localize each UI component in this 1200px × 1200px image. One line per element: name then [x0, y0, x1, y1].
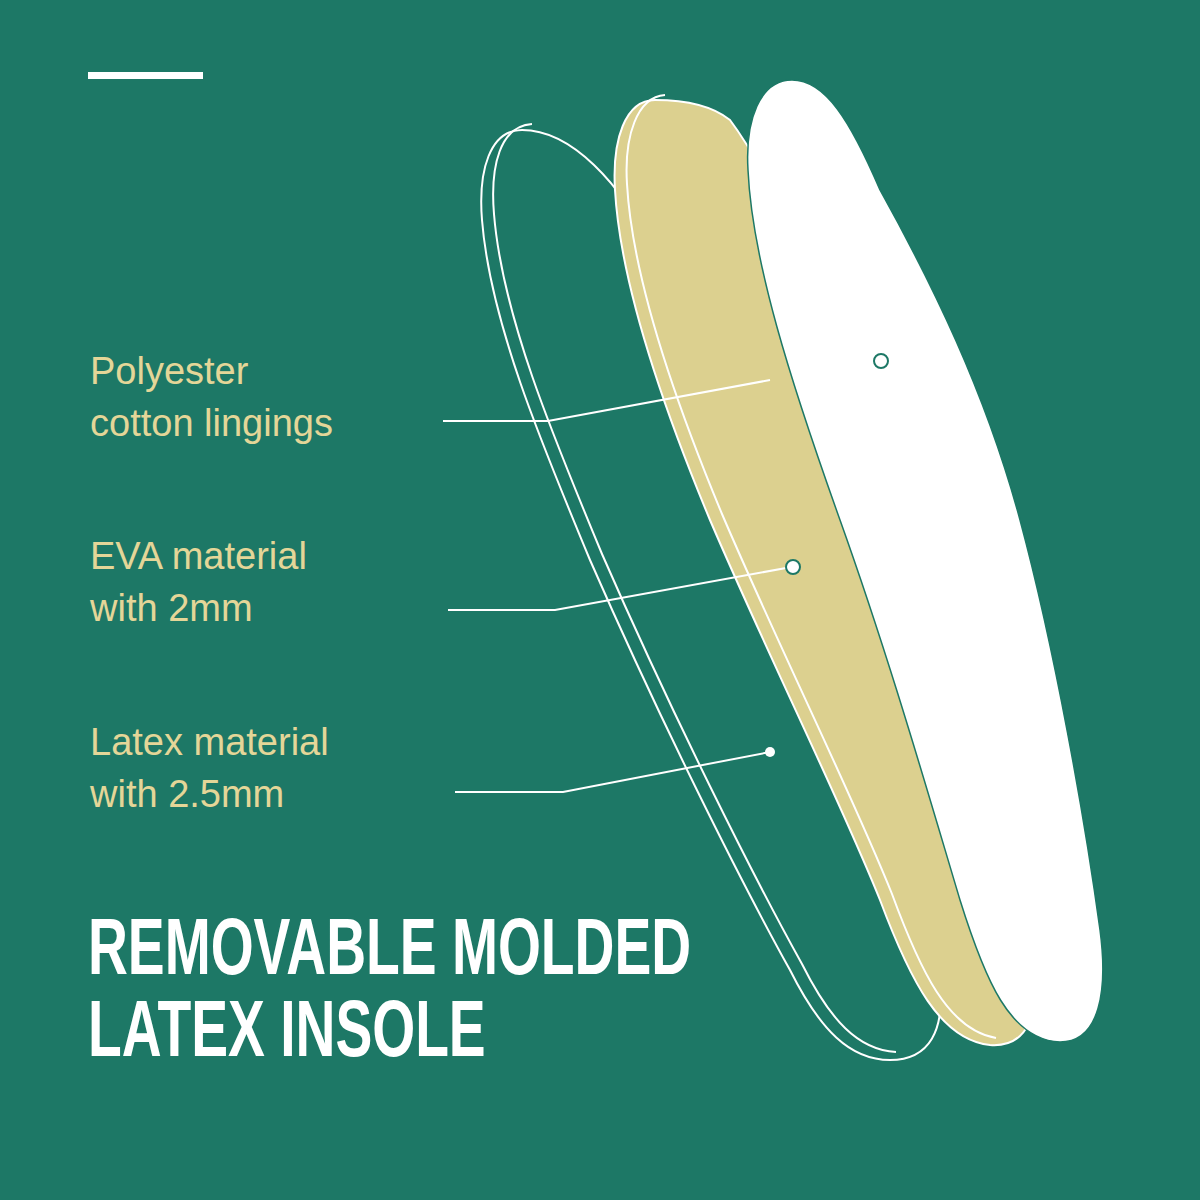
leader-line	[443, 380, 770, 421]
accent-bar	[88, 72, 203, 79]
leader-line	[455, 752, 770, 792]
lining-layer	[748, 80, 1103, 1042]
callout-label: Polyester cotton lingings	[90, 345, 348, 449]
diagram-title: REMOVABLE MOLDED LATEX INSOLE	[88, 906, 750, 1070]
marker-dot	[765, 747, 775, 757]
marker-dot	[786, 560, 800, 574]
leader-line	[448, 568, 786, 610]
callout-label: EVA material with 2mm	[90, 530, 348, 634]
marker-dot	[874, 354, 888, 368]
callout-label: Latex material with 2.5mm	[90, 716, 348, 820]
